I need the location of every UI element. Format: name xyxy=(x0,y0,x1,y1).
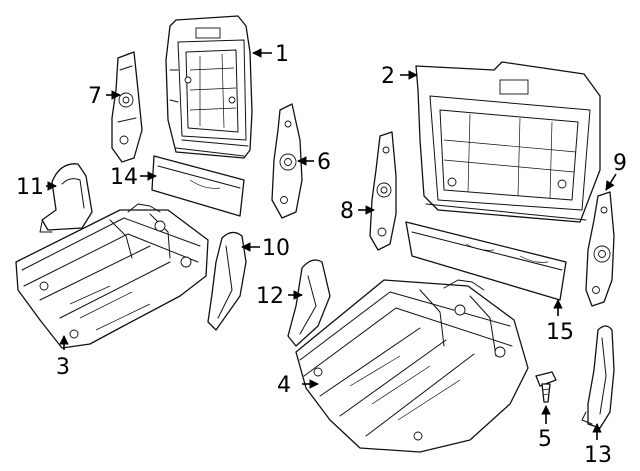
side-bracket-6 xyxy=(271,103,303,219)
callout-14: 14 xyxy=(110,165,138,190)
callout-11: 11 xyxy=(16,175,44,200)
callout-2: 2 xyxy=(381,64,395,89)
seat-frame-left xyxy=(15,203,209,349)
trim-shield-11 xyxy=(39,163,93,233)
callout-13: 13 xyxy=(584,443,612,468)
leader-9 xyxy=(605,173,617,191)
bolt-5 xyxy=(535,371,557,403)
trim-shield-13 xyxy=(581,325,615,429)
callout-5: 5 xyxy=(538,427,552,452)
callout-15: 15 xyxy=(546,320,574,345)
seat-frame-right xyxy=(295,279,529,453)
callout-12: 12 xyxy=(256,284,284,309)
callout-1: 1 xyxy=(275,42,289,67)
trim-shield-10 xyxy=(207,231,247,331)
callout-8: 8 xyxy=(340,199,354,224)
callout-10: 10 xyxy=(262,236,290,261)
callout-9: 9 xyxy=(613,151,627,176)
recliner-bracket-7 xyxy=(111,51,143,163)
side-bracket-9 xyxy=(585,191,615,307)
trim-shield-12 xyxy=(287,259,331,347)
seatback-frame-right xyxy=(415,61,601,223)
callout-4: 4 xyxy=(277,373,291,398)
callout-3: 3 xyxy=(56,355,70,380)
recliner-bracket-8 xyxy=(369,131,397,251)
cover-panel-14 xyxy=(151,155,245,217)
seatback-frame-left xyxy=(165,15,253,159)
callout-6: 6 xyxy=(317,150,331,175)
callout-7: 7 xyxy=(88,84,102,109)
